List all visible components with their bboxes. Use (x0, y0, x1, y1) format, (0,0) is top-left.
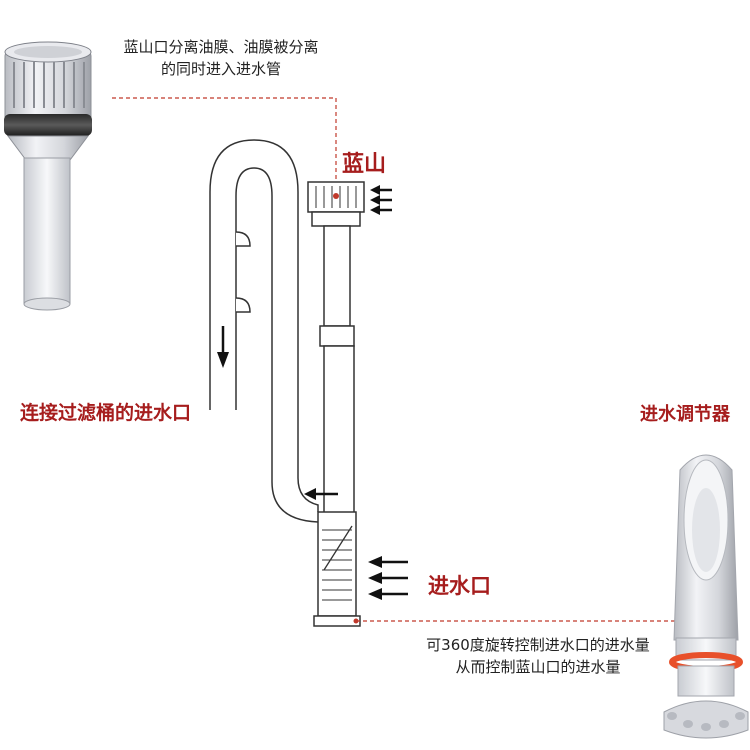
skimmer-schematic (209, 139, 365, 627)
bottom-leader-line (356, 620, 691, 628)
lanshan-label: 蓝山 (342, 152, 387, 177)
top-annotation-line-2: 的同时进入进水管 (160, 60, 281, 78)
connect-filter-inlet-label: 连接过滤桶的进水口 (20, 402, 192, 424)
skimmer-head-photo-icon (4, 41, 92, 311)
flow-arrow-icon (217, 185, 408, 600)
regulator-label: 进水调节器 (640, 404, 730, 425)
top-annotation: 蓝山口分离油膜、油膜被分离 的同时进入进水管 (96, 36, 346, 80)
water-inlet-label: 进水口 (428, 574, 491, 598)
skimmer-inlet-marker (333, 193, 339, 199)
inlet-regulator-photo-icon (663, 454, 749, 739)
bottom-annotation-line-2: 从而控制蓝山口的进水量 (455, 658, 621, 676)
top-leader-line (112, 97, 337, 196)
bottom-annotation-line-1: 可360度旋转控制进水口的进水量 (426, 636, 650, 654)
bottom-annotation: 可360度旋转控制进水口的进水量 从而控制蓝山口的进水量 (368, 634, 708, 678)
top-annotation-line-1: 蓝山口分离油膜、油膜被分离 (123, 38, 319, 56)
